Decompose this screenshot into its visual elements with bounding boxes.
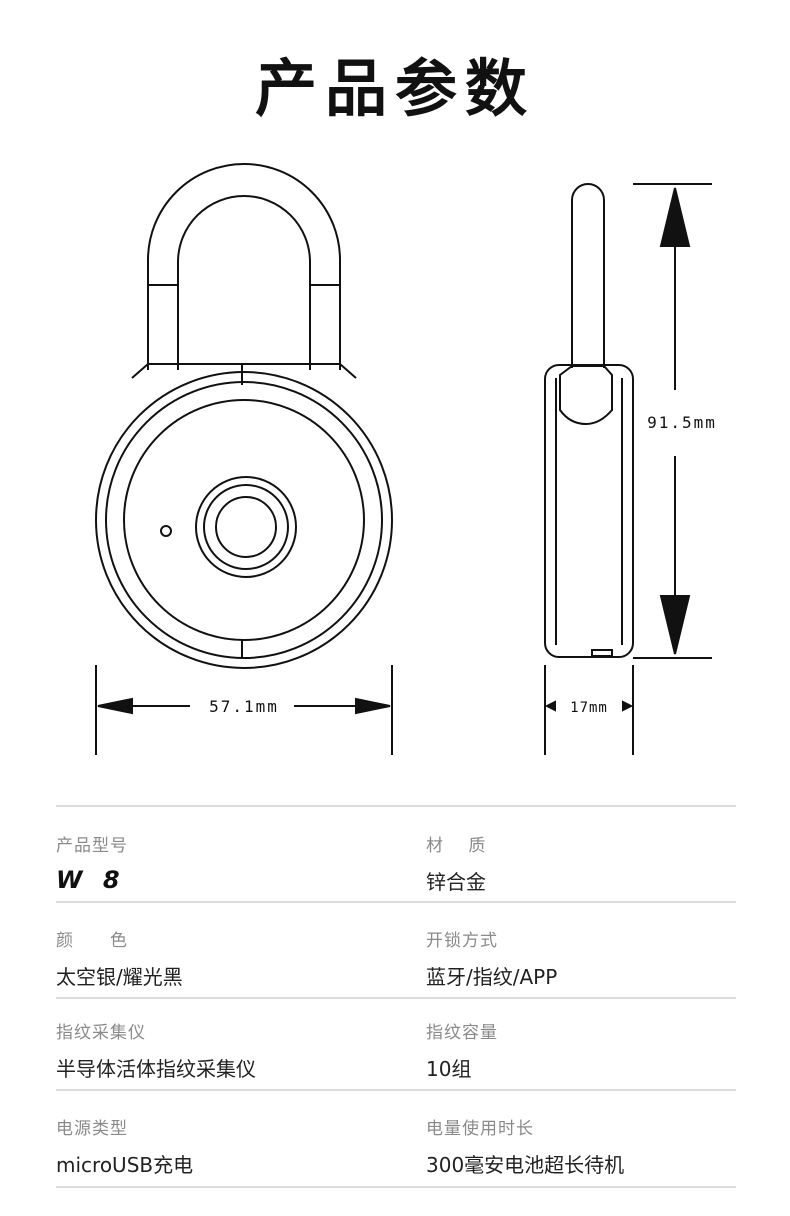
front-lock-shoulder — [131, 363, 357, 379]
spec-fingerprint-sensor: 指纹采集仪 半导体活体指纹采集仪 — [56, 1018, 256, 1082]
divider — [56, 997, 736, 999]
spec-model: 产品型号 W 8 — [56, 831, 128, 894]
front-lock-body — [95, 371, 393, 669]
product-dimension-drawing: 57.1mm 17mm 91.5mm — [95, 163, 717, 755]
width-dimension-label: 57.1mm — [209, 697, 279, 716]
spec-power-type: 电源类型 microUSB充电 — [56, 1114, 193, 1178]
front-shackle — [147, 163, 341, 370]
spec-value: 锌合金 — [426, 870, 486, 894]
spec-color: 颜 色 太空银/耀光黑 — [56, 926, 183, 990]
divider — [56, 1186, 736, 1188]
spec-value: 蓝牙/指纹/APP — [426, 965, 558, 989]
fingerprint-sensor-icon — [195, 476, 297, 578]
side-shackle — [571, 183, 605, 368]
divider — [56, 1089, 736, 1091]
usb-port-icon — [591, 649, 613, 657]
spec-label: 电源类型 — [56, 1119, 128, 1139]
spec-value: 半导体活体指纹采集仪 — [56, 1057, 256, 1081]
spec-value: 太空银/耀光黑 — [56, 965, 183, 989]
spec-label: 指纹采集仪 — [56, 1023, 146, 1043]
spec-fingerprint-capacity: 指纹容量 10组 — [426, 1018, 498, 1082]
spec-label: 指纹容量 — [426, 1023, 498, 1043]
spec-value: 10组 — [426, 1057, 472, 1081]
divider — [56, 805, 736, 807]
spec-material: 材 质 锌合金 — [426, 831, 486, 895]
spec-label: 颜 色 — [56, 931, 128, 951]
spec-value: microUSB充电 — [56, 1153, 194, 1177]
depth-dimension-label: 17mm — [570, 700, 608, 716]
height-dimension-label: 91.5mm — [647, 413, 717, 432]
spec-value: 300毫安电池超长待机 — [426, 1153, 625, 1177]
divider — [56, 901, 736, 903]
page-title: 产品参数 — [254, 52, 535, 125]
spec-label: 电量使用时长 — [426, 1119, 534, 1139]
spec-label: 产品型号 — [56, 836, 128, 856]
spec-unlock-method: 开锁方式 蓝牙/指纹/APP — [426, 926, 557, 990]
side-lock-body — [544, 364, 634, 658]
spec-label: 材 质 — [426, 836, 487, 856]
spec-label: 开锁方式 — [426, 931, 498, 951]
spec-battery-life: 电量使用时长 300毫安电池超长待机 — [426, 1114, 624, 1178]
spec-value: W 8 — [56, 866, 126, 894]
indicator-light-icon — [160, 525, 172, 537]
